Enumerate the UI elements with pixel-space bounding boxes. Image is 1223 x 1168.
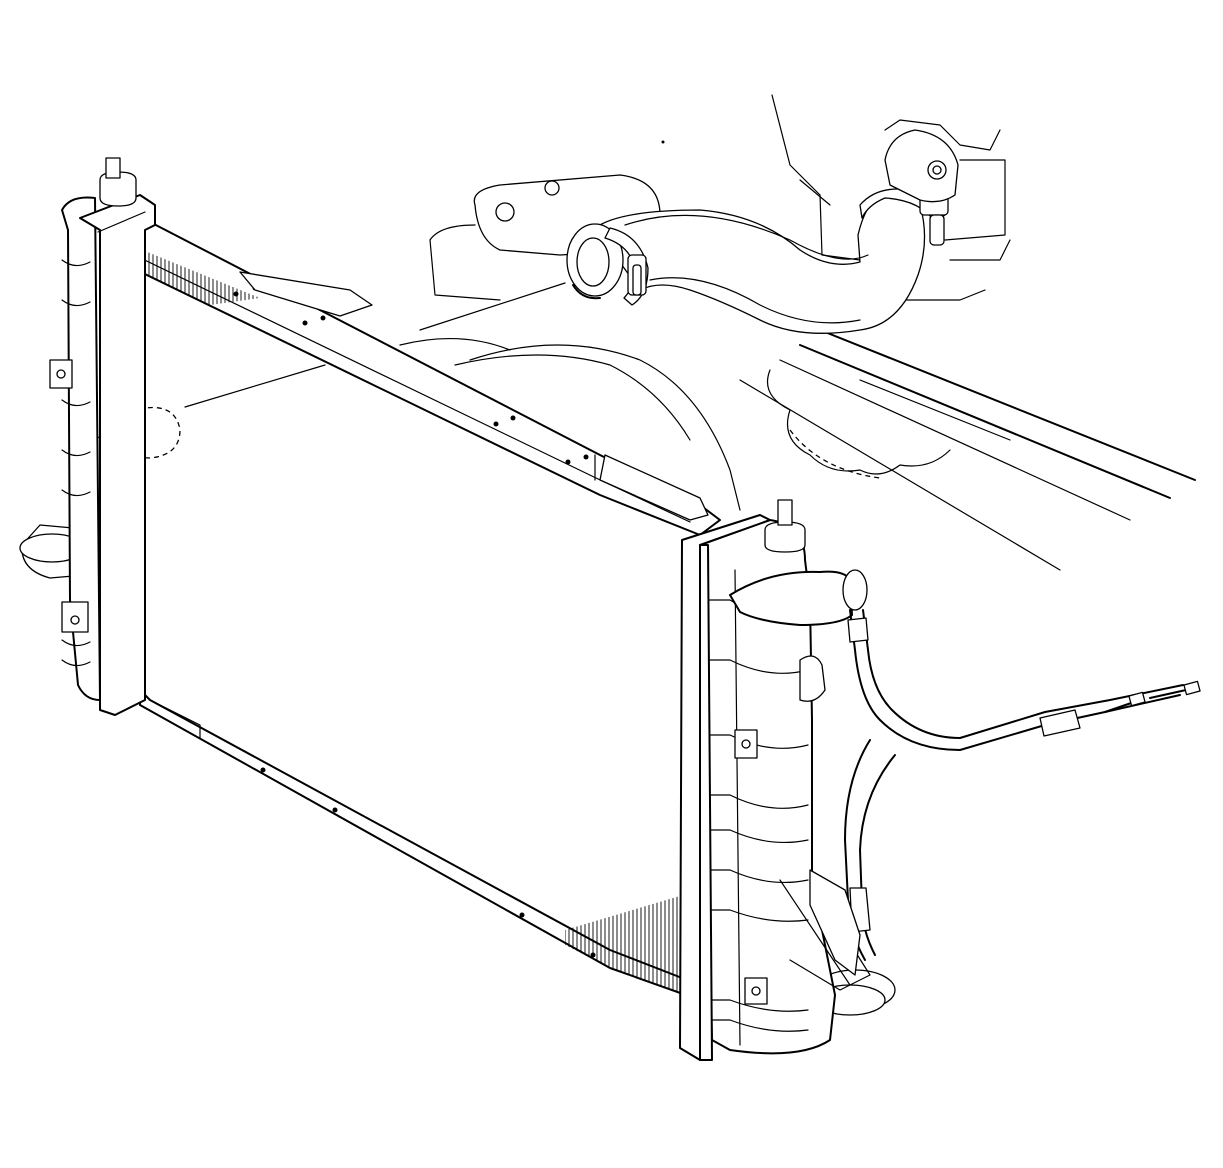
upper-radiator-hose bbox=[566, 194, 926, 334]
transmission-cooler-lines bbox=[809, 609, 1201, 976]
engine-outlet-flange bbox=[884, 129, 959, 203]
left-radiator-tank bbox=[19, 157, 156, 716]
hose-clamp-front bbox=[604, 227, 649, 306]
tank-inlet-elbow bbox=[729, 569, 868, 702]
right-radiator-tank bbox=[679, 499, 896, 1061]
radiator-core bbox=[94, 221, 721, 1001]
